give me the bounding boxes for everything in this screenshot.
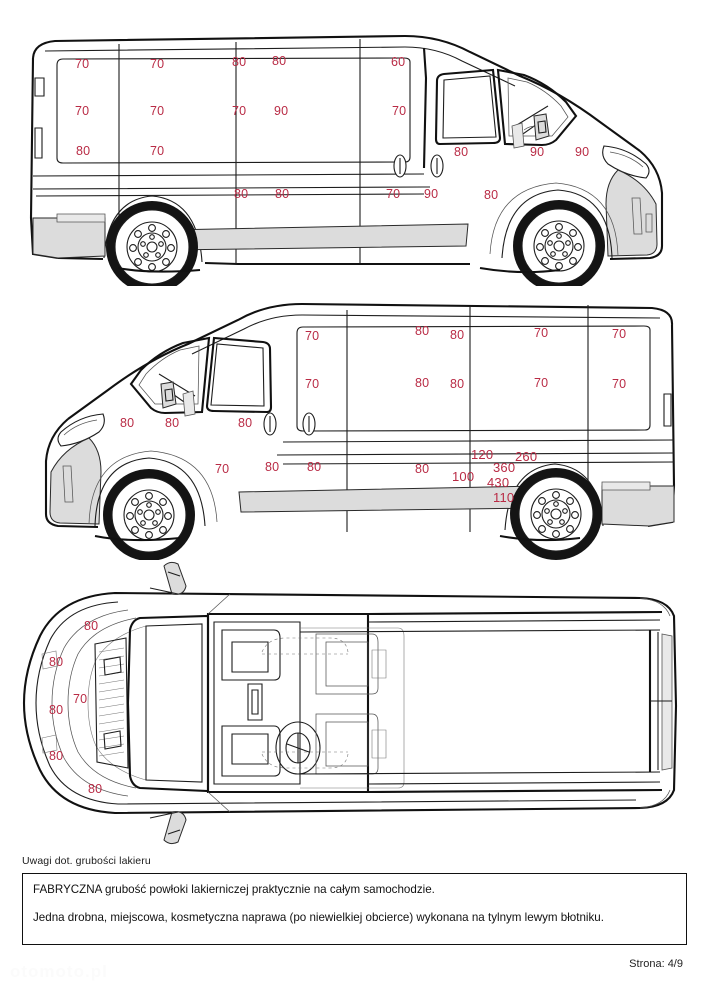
measurement-value: 70 xyxy=(73,692,88,706)
measurement-value: 70 xyxy=(534,376,549,390)
measurement-value: 70 xyxy=(215,462,230,476)
measurement-value: 80 xyxy=(454,145,469,159)
measurement-value: 80 xyxy=(272,54,287,68)
vehicle-top-view xyxy=(0,558,707,848)
notes-box: FABRYCZNA grubość powłoki lakierniczej p… xyxy=(22,873,687,945)
vehicle-left-side-view xyxy=(0,282,707,560)
measurement-value: 80 xyxy=(450,377,465,391)
measurement-value: 70 xyxy=(392,104,407,118)
measurement-value: 70 xyxy=(232,104,247,118)
measurement-value: 80 xyxy=(238,416,253,430)
van-right-side-drawing xyxy=(29,34,664,286)
vehicle-right-side-view xyxy=(0,18,707,286)
watermark: otomoto.pl xyxy=(10,962,108,981)
measurement-value: 80 xyxy=(265,460,280,474)
measurement-value: 70 xyxy=(612,327,627,341)
measurement-value: 80 xyxy=(165,416,180,430)
measurement-value: 70 xyxy=(612,377,627,391)
measurement-value: 70 xyxy=(305,329,320,343)
measurement-value: 360 xyxy=(493,460,516,475)
measurement-value: 100 xyxy=(452,469,475,484)
measurement-value: 80 xyxy=(415,376,430,390)
measurement-value: 260 xyxy=(515,449,538,464)
measurement-value: 70 xyxy=(534,326,549,340)
measurement-value: 80 xyxy=(232,55,247,69)
measurement-value: 70 xyxy=(386,187,401,201)
measurement-value: 80 xyxy=(88,782,103,796)
measurement-value: 70 xyxy=(75,104,90,118)
notes-paragraph-2: Jedna drobna, miejscowa, kosmetyczna nap… xyxy=(33,911,604,925)
measurement-value: 60 xyxy=(391,55,406,69)
measurement-value: 80 xyxy=(415,462,430,476)
paint-thickness-notes: Uwagi dot. grubości lakieru FABRYCZNA gr… xyxy=(22,855,687,945)
notes-paragraph-1: FABRYCZNA grubość powłoki lakierniczej p… xyxy=(33,883,435,896)
measurement-value: 90 xyxy=(575,145,590,159)
measurement-value: 80 xyxy=(415,324,430,338)
measurement-value: 70 xyxy=(150,144,165,158)
measurement-value: 80 xyxy=(49,703,64,717)
measurement-value: 80 xyxy=(450,328,465,342)
measurement-value: 80 xyxy=(49,749,64,763)
van-left-side-drawing xyxy=(44,302,676,560)
notes-caption: Uwagi dot. grubości lakieru xyxy=(22,855,151,867)
measurement-value: 70 xyxy=(75,57,90,71)
measurement-value: 90 xyxy=(424,187,439,201)
measurement-value: 80 xyxy=(484,188,499,202)
measurement-value: 90 xyxy=(274,104,289,118)
measurement-value: 430 xyxy=(487,475,510,490)
measurement-value: 80 xyxy=(76,144,91,158)
measurement-value: 80 xyxy=(275,187,290,201)
measurement-value: 80 xyxy=(120,416,135,430)
measurement-value: 80 xyxy=(307,460,322,474)
measurement-value: 120 xyxy=(471,447,494,462)
measurement-value: 80 xyxy=(49,655,64,669)
measurement-value: 70 xyxy=(150,57,165,71)
measurement-value: 110 xyxy=(493,490,515,505)
measurement-value: 70 xyxy=(150,104,165,118)
measurement-value: 80 xyxy=(84,619,99,633)
measurement-value: 90 xyxy=(530,145,545,159)
page-number: Strona: 4/9 xyxy=(629,958,683,970)
measurement-value: 80 xyxy=(234,187,249,201)
van-top-drawing xyxy=(22,561,678,845)
measurement-value: 70 xyxy=(305,377,320,391)
